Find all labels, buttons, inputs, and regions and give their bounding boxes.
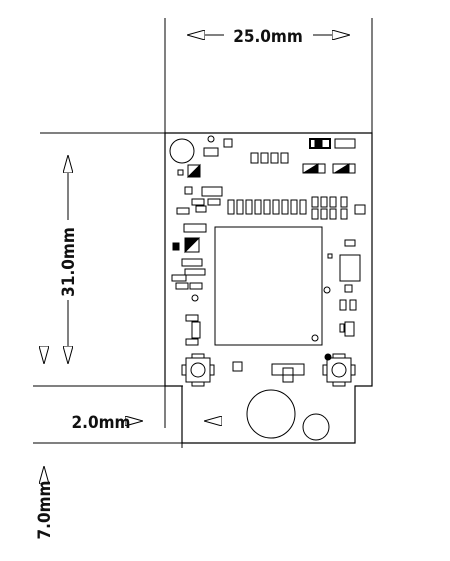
smd-part: [260, 152, 269, 164]
smd-part: [172, 242, 180, 251]
via: [207, 135, 215, 143]
smd-part: [344, 284, 353, 293]
smd-part: [339, 323, 345, 333]
smd-part: [201, 186, 223, 197]
smd-part: [191, 321, 201, 339]
extension-lines: [33, 18, 373, 448]
smd-part: [177, 169, 184, 176]
smd-part: [181, 258, 203, 267]
smd-part: [250, 152, 259, 164]
pad-marker: [334, 163, 350, 173]
pin-row: [227, 196, 366, 220]
smd-part: [171, 274, 187, 282]
smd-part: [271, 363, 305, 376]
smd-part: [270, 152, 279, 164]
height-dimension-label: 31.0mm: [59, 227, 79, 297]
ic-marker: [186, 163, 201, 178]
smd-part: [184, 268, 206, 276]
smd-part: [232, 361, 243, 372]
smd-part: [282, 367, 294, 383]
pcb-components: [169, 135, 366, 441]
smd-part: [223, 138, 233, 148]
chip-pin1-dot: [311, 334, 319, 342]
ic-marker: [184, 237, 201, 254]
smd-part: [176, 207, 190, 215]
smd-part: [349, 299, 357, 311]
smd-part: [332, 163, 356, 174]
pad-marker: [303, 163, 319, 173]
large-hole: [246, 389, 296, 439]
tab-offset-dimension-label: 2.0mm: [72, 413, 131, 433]
smd-part: [339, 299, 347, 311]
smd-part: [185, 314, 199, 322]
smd-part: [183, 223, 207, 233]
tab-height-dimension-label: 7.0mm: [35, 481, 55, 540]
smd-part: [327, 253, 333, 259]
black-pad: [173, 243, 179, 250]
crystal: [339, 254, 361, 282]
push-button-left: [181, 353, 215, 387]
smd-part: [334, 138, 356, 149]
via: [323, 286, 331, 294]
smd-part: [185, 338, 199, 346]
smd-part: [184, 186, 193, 195]
main-chip: [214, 226, 323, 346]
smd-part: [280, 152, 289, 164]
smd-part: [344, 239, 356, 247]
pcb-outline: [164, 132, 373, 444]
smd-part: [344, 321, 355, 337]
smd-part: [203, 147, 219, 157]
smd-part: [189, 282, 203, 290]
smd-part: [207, 198, 221, 206]
push-button-right: [322, 353, 356, 387]
mounting-hole: [169, 138, 195, 164]
smd-part: [175, 282, 189, 290]
height-dimension: [44, 155, 68, 364]
smd-part: [302, 163, 326, 174]
width-dimension-label: 25.0mm: [233, 27, 303, 47]
small-hole: [302, 413, 330, 441]
smd-part: [191, 198, 205, 206]
smd-part: [309, 138, 331, 149]
black-pad: [314, 139, 323, 148]
via: [191, 294, 199, 302]
smd-part: [195, 205, 207, 213]
